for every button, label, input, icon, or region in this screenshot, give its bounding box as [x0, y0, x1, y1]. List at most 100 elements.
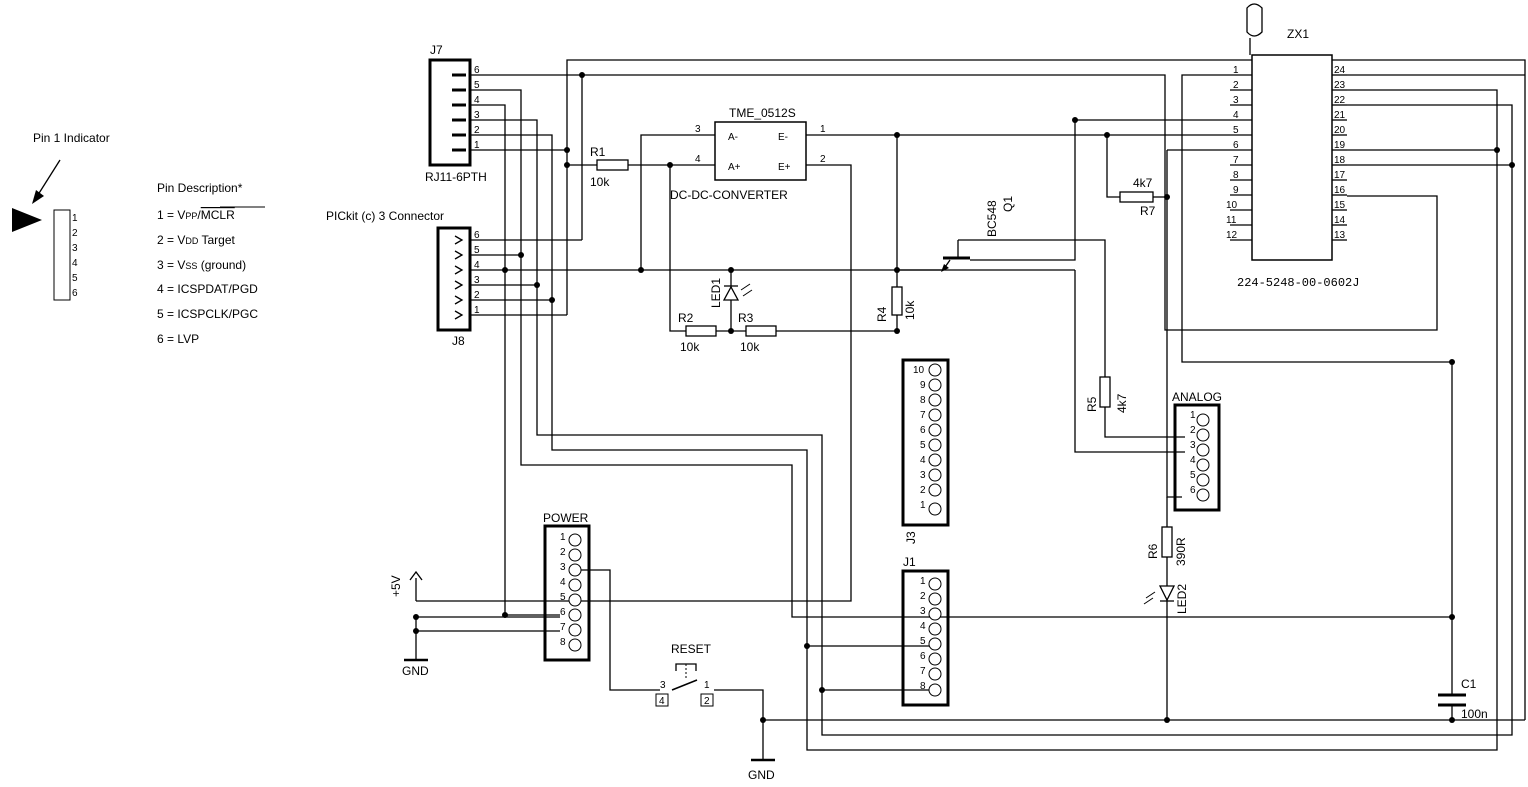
j7-pin-6: 6 [474, 65, 480, 76]
j8-pin-5: 5 [474, 245, 480, 256]
indicator-arrow-line [35, 159, 61, 199]
connector-j1: J1 1 2 3 4 5 6 7 8 [901, 555, 950, 707]
dcdc-label-eplus: E+ [778, 162, 791, 173]
r6-value: 390R [1174, 537, 1188, 566]
pin-legend: Pin 1 Indicator 1 2 3 4 5 6 Pin Descript… [12, 131, 265, 346]
j1-pin-2: 2 [920, 591, 926, 602]
vcc-label: +5V [389, 575, 403, 597]
analog-pin-5: 5 [1190, 470, 1196, 481]
j3-pin-2: 2 [920, 485, 926, 496]
j3-body [901, 358, 950, 527]
reset-ref: RESET [671, 642, 712, 656]
wire-q1-collector [970, 120, 1076, 261]
led2: LED2 [1143, 584, 1189, 614]
connector-power: POWER 1 2 3 4 5 6 7 8 [543, 511, 591, 662]
reset-pin-3: 3 [660, 680, 666, 691]
dcdc-converter: TME_0512S DC-DC-CONVERTER A- A+ E- E+ 3 … [670, 106, 826, 202]
reset-pin-1: 1 [704, 680, 710, 691]
zx1-value: 224-5248-00-0602J [1237, 276, 1359, 290]
j3-pin-4: 4 [920, 455, 926, 466]
j1-pin-1: 1 [920, 576, 926, 587]
wire-j7-2 [470, 134, 930, 647]
junction [1449, 359, 1455, 365]
pin-desc-6: 6 = LVP [157, 332, 199, 346]
junction [579, 72, 585, 78]
zx1-pin-20: 20 [1334, 125, 1346, 136]
power-pin-6: 6 [560, 607, 566, 618]
junction [728, 267, 734, 273]
pin-desc-3: 3 = VSS (ground) [157, 258, 246, 272]
r1-body [596, 159, 629, 171]
zx1-pin-14: 14 [1334, 215, 1346, 226]
j8-pin-2: 2 [474, 290, 480, 301]
legend-pin-6: 6 [72, 288, 78, 299]
dcdc-pin-4: 4 [695, 154, 701, 165]
zx1-pin-24: 24 [1334, 65, 1346, 76]
ic-socket-zx1: ZX1 224-5248-00-0602J 1 2 3 4 5 6 7 8 9 [1226, 3, 1359, 290]
j7-ref: J7 [430, 43, 443, 57]
connector-j3: J3 10 9 8 7 6 5 4 3 2 1 [901, 358, 950, 544]
pin-description-title: Pin Description* [157, 181, 243, 195]
capacitor-c1: C1 100n [1438, 677, 1488, 721]
led2-body [1158, 585, 1176, 602]
wire-reset-3 [575, 569, 660, 691]
power-pin-3: 3 [560, 562, 566, 573]
j8-pin-4: 4 [474, 260, 480, 271]
zx1-pin-21: 21 [1334, 110, 1346, 121]
resistor-r2: R2 10k [678, 311, 717, 354]
c1-value: 100n [1461, 707, 1488, 721]
j1-body [901, 569, 950, 707]
r4-ref: R4 [875, 306, 889, 322]
zx1-pin-5: 5 [1233, 125, 1239, 136]
zx1-pin-10: 10 [1226, 200, 1238, 211]
pin-desc-2: 2 = VDD Target [157, 233, 236, 247]
reset-pin-4: 4 [659, 696, 665, 707]
wires [415, 59, 1526, 760]
j3-pin-3: 3 [920, 470, 926, 481]
junction [804, 643, 810, 649]
zx1-pin-8: 8 [1233, 170, 1239, 181]
analog-ref: ANALOG [1172, 390, 1222, 404]
junction [894, 267, 900, 273]
r3-body [745, 325, 777, 337]
legend-pin-4: 4 [72, 258, 78, 269]
resistor-r3: R3 10k [738, 311, 777, 354]
connector-j7: J7 RJ11-6PTH 6 5 4 3 2 1 [425, 43, 487, 184]
j8-ref: J8 [452, 334, 465, 348]
junction [819, 687, 825, 693]
j1-pin-7: 7 [920, 666, 926, 677]
zx1-lever-icon [1246, 3, 1263, 37]
analog-pin-3: 3 [1190, 440, 1196, 451]
wire-vpp-bus [566, 59, 1526, 720]
r5-value: 4k7 [1115, 393, 1129, 413]
wire-analog3 [1074, 270, 1185, 453]
r7-body [1119, 191, 1154, 203]
zx1-pin-9: 9 [1233, 185, 1239, 196]
led1-ref: LED1 [709, 278, 723, 308]
power-pin-1: 1 [560, 532, 566, 543]
legend-pin-1: 1 [72, 213, 78, 224]
junction [667, 162, 673, 168]
led1: LED1 [709, 278, 753, 308]
connector-analog: ANALOG 1 2 3 4 5 6 [1172, 390, 1222, 512]
r5-body [1099, 376, 1111, 408]
led2-ref: LED2 [1175, 584, 1189, 614]
zx1-pin-17: 17 [1334, 170, 1346, 181]
dcdc-pin-2: 2 [820, 154, 826, 165]
wire-j7-5 [470, 89, 930, 618]
analog-body [1173, 403, 1221, 512]
wire-r2-left [669, 165, 686, 332]
junction [1509, 162, 1515, 168]
junction [894, 328, 900, 334]
wire-j7-3 [470, 119, 930, 691]
wire-r5-analog2 [1104, 407, 1185, 438]
power-pin-7: 7 [560, 622, 566, 633]
j1-pin-5: 5 [920, 636, 926, 647]
wire-reset-gnd [714, 689, 764, 760]
pin-desc-5: 5 = ICSPCLK/PGC [157, 307, 258, 321]
wire-zx-pin23 [806, 89, 1498, 751]
zx1-pin-19: 19 [1334, 140, 1346, 151]
dcdc-pin-3: 3 [695, 124, 701, 135]
junction [638, 267, 644, 273]
